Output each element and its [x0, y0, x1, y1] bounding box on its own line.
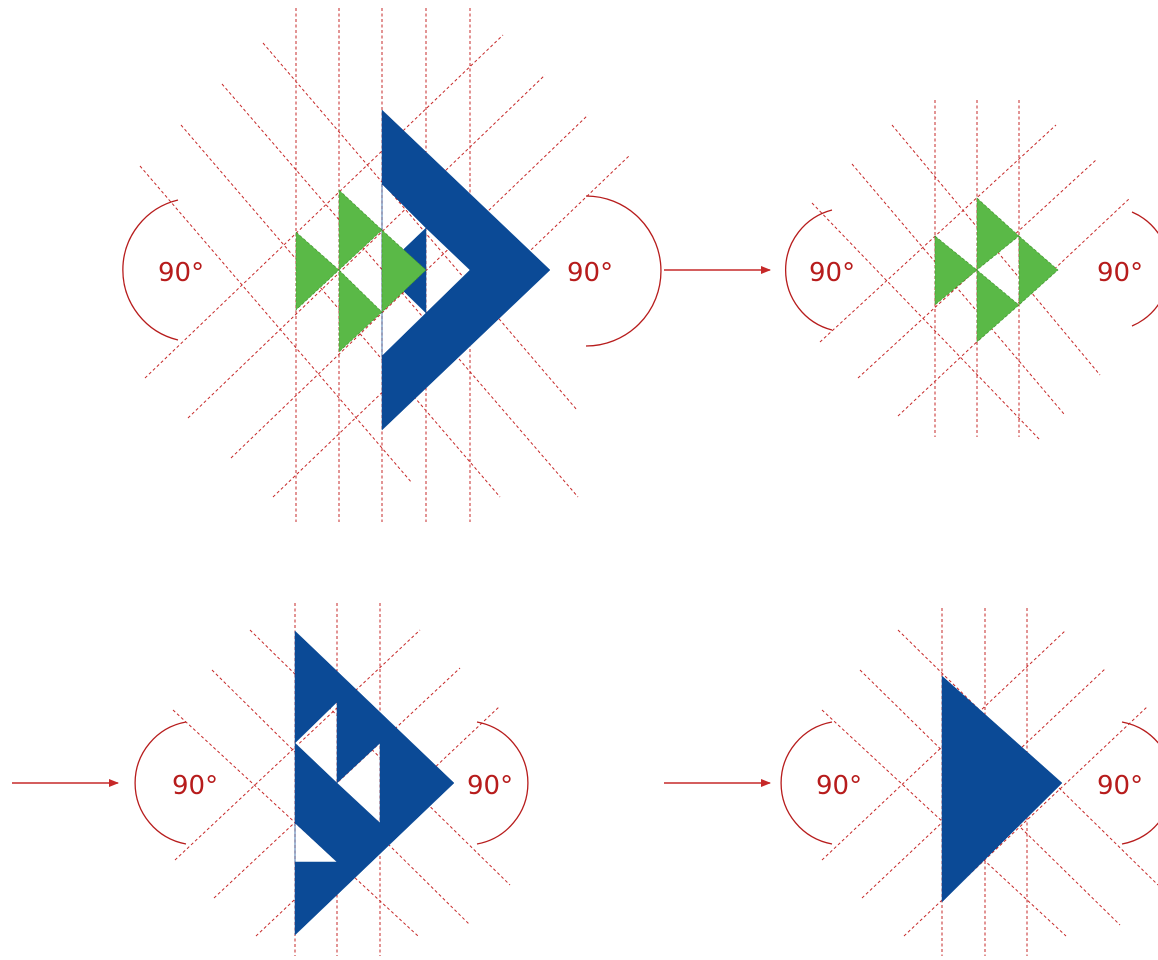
green-triangles	[935, 198, 1058, 342]
angle-label: 90°	[158, 258, 204, 288]
angle-label: 90°	[467, 771, 513, 801]
panel-top-right: 90° 90°	[786, 100, 1158, 440]
panel-bottom-left: 90° 90°	[135, 603, 528, 956]
angle-label: 90°	[809, 258, 855, 288]
angle-label: 90°	[1097, 771, 1143, 801]
angle-label: 90°	[567, 258, 613, 288]
green-triangles	[296, 190, 426, 352]
angle-label: 90°	[816, 771, 862, 801]
angle-label: 90°	[172, 771, 218, 801]
blue-triangle	[942, 676, 1062, 902]
blue-triangle-with-holes	[295, 631, 454, 935]
panel-bottom-right: 90° 90°	[781, 608, 1158, 956]
guide-lines	[173, 603, 510, 956]
angle-label: 90°	[1097, 258, 1143, 288]
panel-top-left: 90° 90°	[123, 8, 661, 522]
